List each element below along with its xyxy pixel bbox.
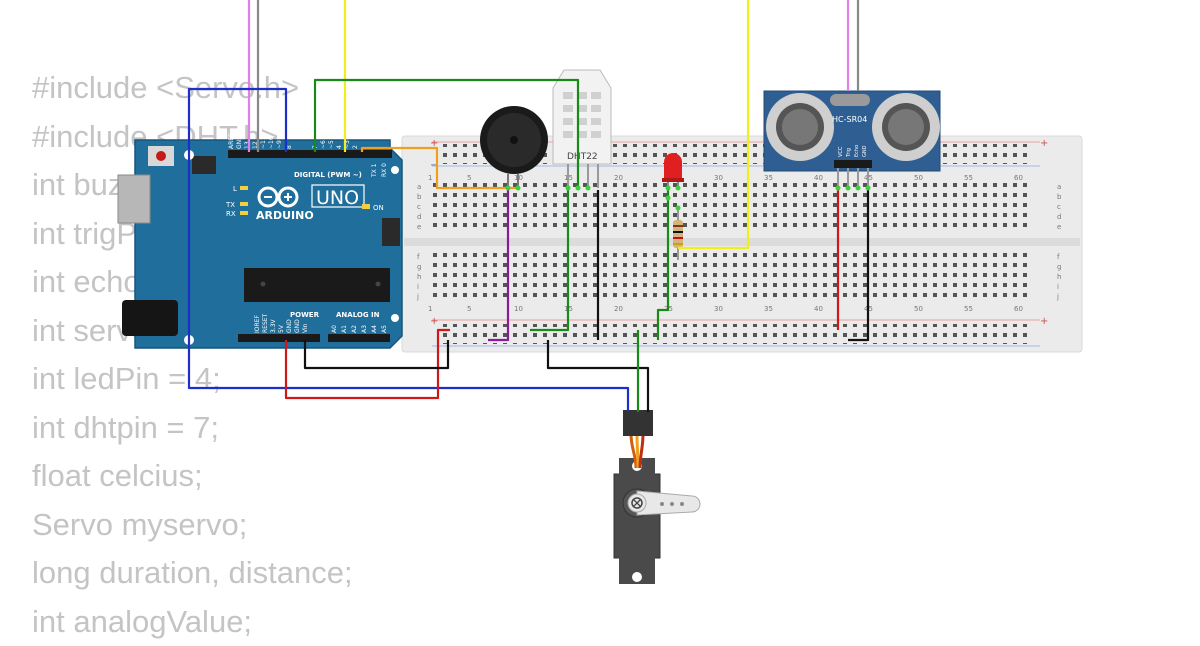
column-number: 60 [1014, 305, 1023, 313]
rail-plus-label: + [1040, 138, 1048, 149]
reset-button-cap[interactable] [156, 151, 166, 161]
hc-sr04-label: HC-SR04 [832, 115, 867, 124]
row-letter: a [1057, 183, 1061, 191]
pin-label: RESET [262, 313, 269, 333]
column-number: 30 [714, 305, 723, 313]
column-number: 30 [714, 174, 723, 182]
led-on [362, 204, 370, 209]
analog-in-label: ANALOG IN [336, 311, 380, 319]
digital-pwm-label: DIGITAL (PWM ~) [294, 171, 362, 179]
row-letter: d [417, 213, 421, 221]
pin-label: Vin [302, 323, 309, 333]
column-number: 60 [1014, 174, 1023, 182]
column-number: 50 [914, 174, 923, 182]
atmega-chip [244, 268, 390, 302]
column-number: 35 [764, 305, 773, 313]
led-rx [240, 211, 248, 215]
icsp-header-2 [382, 218, 400, 246]
led-rx-label: RX [226, 210, 236, 218]
led-tx-label: TX [225, 201, 235, 209]
led-l-label: L [233, 185, 237, 193]
pin-label: Echo [854, 145, 860, 157]
pin-label: GND [236, 135, 243, 149]
column-number: 50 [914, 305, 923, 313]
column-number: 5 [467, 305, 471, 313]
pin-label: 4 [336, 145, 343, 149]
column-number: 40 [814, 174, 823, 182]
pin-label: A0 [331, 325, 338, 333]
pin-label: A2 [351, 325, 358, 333]
on-label: ON [373, 204, 384, 212]
pin-label: A1 [341, 325, 348, 333]
pin-label: A3 [361, 325, 368, 333]
rail-plus-label: + [430, 316, 438, 327]
row-letter: j [416, 293, 419, 301]
row-letter: b [1057, 193, 1062, 201]
board-model: UNO [316, 187, 359, 209]
led-l [240, 186, 248, 190]
column-number: 5 [467, 174, 471, 182]
row-letter: c [1057, 203, 1061, 211]
pin-label: ~9 [276, 140, 283, 149]
led-tx [240, 202, 248, 206]
pin-label: GND [862, 145, 868, 157]
usb-port [118, 175, 150, 223]
arduino-uno-board: AREF GND 13 12 ~11 ~10 ~9 8 7 ~6 ~5 4 ~3… [118, 133, 402, 348]
column-number: 20 [614, 305, 623, 313]
icsp-header [192, 156, 216, 174]
pin-label: VCC [838, 146, 844, 157]
row-letter: e [1057, 223, 1061, 231]
power-label: POWER [290, 311, 320, 319]
pin-label: TX 1 [371, 163, 378, 178]
board-brand: ARDUINO [256, 209, 314, 222]
column-number: 1 [428, 174, 432, 182]
row-letter: j [1056, 293, 1059, 301]
pin-label: ~11 [260, 136, 267, 149]
pin-label: ~6 [320, 140, 327, 149]
pin-label: GND [286, 319, 293, 333]
pin-label: 3.3V [270, 318, 277, 333]
pin-label: ~10 [268, 136, 275, 149]
row-letter: i [417, 283, 419, 291]
power-jack [122, 300, 178, 336]
column-number: 55 [964, 305, 973, 313]
row-letter: h [1057, 273, 1061, 281]
servo-motor [614, 410, 700, 584]
column-number: 20 [614, 174, 623, 182]
dht-label: DHT22 [567, 152, 598, 162]
pin-label: AREF [228, 133, 235, 149]
column-number: 10 [514, 305, 523, 313]
pin-label: Trig [846, 148, 852, 158]
digital-header-right [308, 150, 392, 158]
row-letter: g [417, 263, 421, 271]
pin-label: 2 [352, 145, 359, 149]
pin-label: IOREF [254, 315, 261, 333]
pin-label: A5 [381, 325, 388, 333]
row-letter: c [417, 203, 421, 211]
row-letter: i [1057, 283, 1059, 291]
circuit-diagram: + + − + + 1 5 10 15 20 25 30 35 40 45 50… [0, 0, 1200, 630]
column-number: 40 [814, 305, 823, 313]
column-number: 35 [764, 174, 773, 182]
pin-label: 5V [278, 324, 285, 333]
power-header [238, 334, 320, 342]
pin-label: RX 0 [381, 163, 388, 177]
pin-label: GND [294, 319, 301, 333]
column-number: 55 [964, 174, 973, 182]
row-letter: d [1057, 213, 1061, 221]
row-letter: b [417, 193, 422, 201]
pin-label: ~5 [328, 140, 335, 149]
pin-label: A4 [371, 325, 378, 333]
column-number: 1 [428, 305, 432, 313]
rail-plus-label: + [1040, 316, 1048, 327]
row-letter: e [417, 223, 421, 231]
row-letter: a [417, 183, 421, 191]
analog-header [328, 334, 390, 342]
row-letter: h [417, 273, 421, 281]
row-letter: g [1057, 263, 1061, 271]
